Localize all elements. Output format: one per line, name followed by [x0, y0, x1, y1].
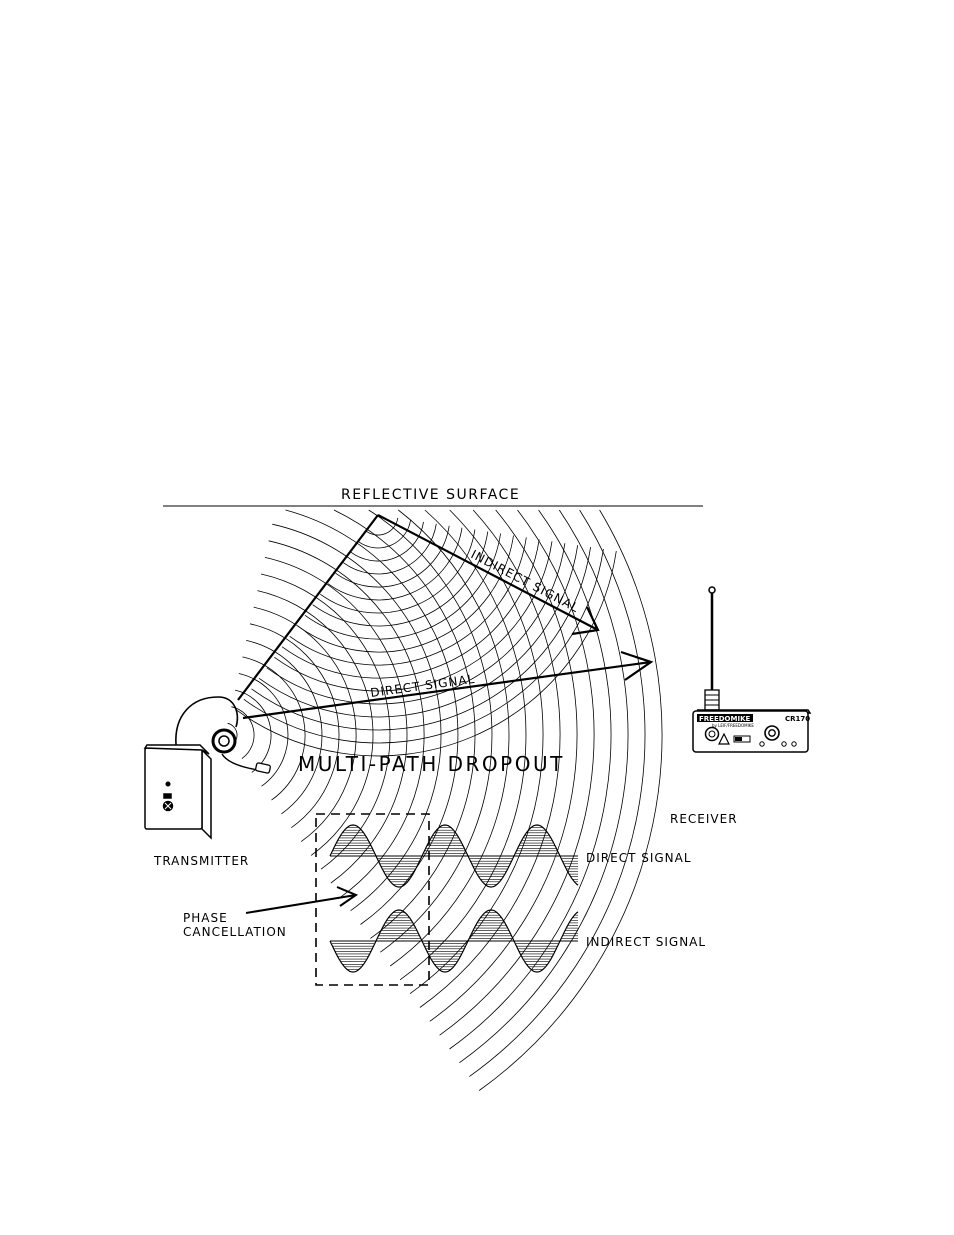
wavefront-arc [459, 509, 629, 1064]
direct-path-line [242, 660, 652, 720]
wavefront-arc [264, 557, 408, 884]
receiver-device [692, 586, 812, 753]
direct-path-label: DIRECT SIGNAL [370, 672, 476, 700]
reflected-wavefront-arc [289, 537, 527, 666]
wavefront-arc [249, 623, 340, 829]
wavefront-arc [231, 706, 255, 759]
receiver-brand: FREEDOMIKE [699, 715, 750, 723]
headset-cable [175, 696, 239, 746]
receiver-brand-bar [697, 714, 753, 722]
phase-label-line1: PHASE [183, 911, 228, 925]
wavefront-arc [253, 606, 357, 842]
reflected-wavefront-arc [297, 535, 514, 653]
direct-arrowhead [620, 650, 654, 681]
transmitter-wavefronts [227, 509, 663, 1091]
reflected-wavefront-arc [243, 549, 604, 744]
reflected-wavefront-arc [312, 531, 489, 627]
transmitter-device [143, 696, 271, 840]
phase-cancellation-box [315, 813, 430, 986]
transmitter-led [165, 781, 171, 787]
receiver-model: CR170 [785, 715, 810, 723]
wavefront-arc [272, 523, 442, 912]
phase-pointer-arrow [245, 886, 359, 914]
reflected-wavefront-arc [365, 517, 399, 536]
transmitter-body [144, 747, 203, 830]
signal-paths [237, 514, 654, 720]
wavefront-arc [238, 673, 289, 787]
wavefront-arc [246, 640, 323, 815]
wavefront-arc [333, 509, 476, 939]
reflected-wavefront-arc [343, 523, 437, 575]
reflected-wavefront-arc [304, 533, 501, 640]
indirect-arrowhead [571, 606, 600, 636]
reflected-wavefront-arc [251, 547, 591, 731]
sine-outline [329, 909, 579, 973]
wavefront-arc [268, 540, 425, 898]
headset-mic-boom [221, 753, 259, 771]
transmitter-switch [163, 793, 172, 799]
receiver-led-triangle-icon [718, 732, 730, 745]
sine-outline [329, 824, 579, 888]
receiver-label: RECEIVER [670, 812, 738, 826]
wavefront-arc [261, 573, 391, 870]
reflected-wavefront-arc [320, 529, 476, 614]
reflected-wavefront-arc [358, 519, 411, 549]
diagram-title: MULTI-PATH DROPOUT [298, 752, 565, 776]
transmitter-top [143, 744, 210, 755]
indirect-path-label: INDIRECT SIGNAL [469, 547, 582, 615]
incident-path-line [237, 514, 379, 701]
wave-indirect-label: INDIRECT SIGNAL [586, 935, 706, 949]
indirect-waveform [329, 909, 579, 973]
wavefront-arc [429, 509, 578, 1022]
reflected-wavefront-arc [281, 539, 540, 679]
receiver-status-dot-icon [759, 741, 765, 747]
reflective-surface-label: REFLECTIVE SURFACE [341, 487, 520, 503]
wavefront-arc [399, 509, 527, 981]
reflected-wavefront-arc [327, 527, 463, 601]
receiver-status-dot-icon [781, 741, 787, 747]
wavefront-arc [368, 509, 493, 953]
wavefront-arc [235, 689, 272, 773]
wavefront-arc [469, 509, 646, 1077]
receiver-status-dot-icon [791, 741, 797, 747]
phase-label-line2: CANCELLATION [183, 925, 287, 939]
antenna-tip-icon [708, 586, 716, 594]
transmitter-body-side [201, 748, 212, 840]
wavefront-arc [449, 509, 612, 1050]
direct-waveform [329, 824, 579, 888]
headset-mic-icon [255, 762, 271, 774]
wavefront-arc [439, 509, 595, 1036]
indirect-path-line [377, 514, 599, 631]
transmitter-label: TRANSMITTER [153, 854, 249, 868]
reflected-wavefronts [235, 517, 617, 757]
reflected-wavefront-arc [258, 545, 579, 718]
wavefront-arc [242, 656, 306, 801]
wavefront-arc [419, 509, 561, 1008]
receiver-brand-sub: by LEIF/FREEDOMIKE [712, 723, 754, 728]
reflected-wavefront-arc [274, 541, 553, 692]
wavefront-arc [478, 509, 663, 1091]
wave-direct-label: DIRECT SIGNAL [586, 851, 692, 865]
reflected-wavefront-arc [350, 521, 424, 562]
reflected-wavefront-arc [335, 525, 450, 588]
wavefront-arc [257, 590, 374, 856]
wavefront-arc [389, 509, 510, 967]
